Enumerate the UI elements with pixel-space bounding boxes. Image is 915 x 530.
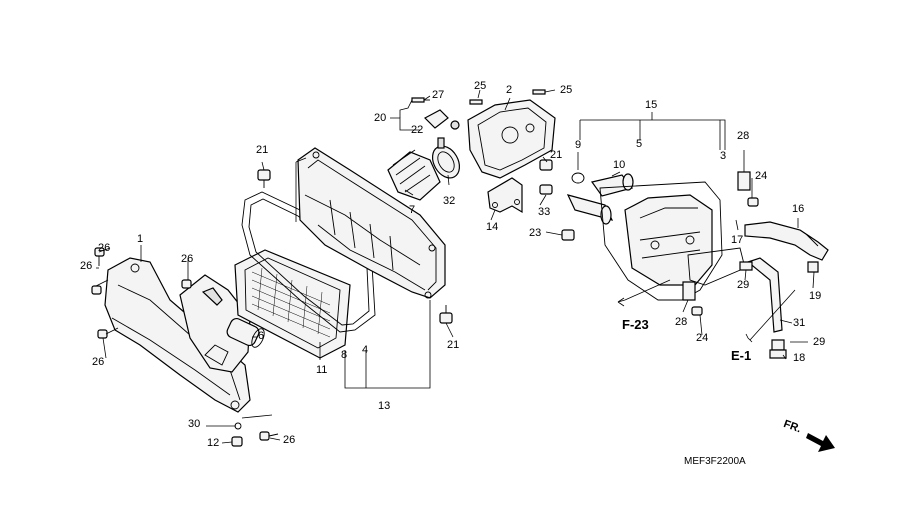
callout-17: 17 bbox=[731, 234, 744, 246]
callout-26-c: 26 bbox=[92, 356, 105, 368]
callout-26-b: 26 bbox=[80, 260, 93, 272]
figure-code: MEF3F2200A bbox=[684, 456, 746, 467]
callout-16: 16 bbox=[792, 203, 805, 215]
front-direction-arrow bbox=[806, 433, 835, 452]
leader-lines bbox=[96, 89, 815, 444]
callout-3: 3 bbox=[720, 150, 727, 162]
callout-23: 23 bbox=[529, 227, 542, 239]
callout-21-left: 21 bbox=[256, 144, 269, 156]
callout-12: 12 bbox=[207, 437, 220, 449]
air-funnel bbox=[179, 274, 265, 373]
callout-11: 11 bbox=[316, 364, 328, 376]
callout-28-lower: 28 bbox=[675, 316, 688, 328]
callout-15: 15 bbox=[645, 99, 658, 111]
air-cleaner-element bbox=[234, 249, 351, 359]
reference-e1: E-1 bbox=[731, 348, 752, 363]
bolt-set bbox=[91, 159, 575, 447]
callout-31: 31 bbox=[793, 317, 806, 329]
callout-5: 5 bbox=[636, 138, 643, 150]
callout-20: 20 bbox=[374, 112, 387, 124]
callout-2: 2 bbox=[506, 84, 513, 96]
callout-18: 18 bbox=[793, 352, 806, 364]
callout-19: 19 bbox=[809, 290, 822, 302]
setting-plate bbox=[411, 97, 460, 130]
callout-27: 27 bbox=[432, 89, 445, 101]
callout-9: 9 bbox=[575, 139, 582, 151]
callout-24-lower: 24 bbox=[696, 332, 709, 344]
callout-10: 10 bbox=[613, 159, 626, 171]
callout-30: 30 bbox=[188, 418, 201, 430]
callout-33: 33 bbox=[538, 206, 551, 218]
case-gasket bbox=[241, 191, 376, 333]
callout-7: 7 bbox=[409, 204, 416, 216]
mounting-bracket bbox=[487, 177, 523, 214]
callout-6: 6 bbox=[258, 330, 265, 342]
air-cleaner-case bbox=[297, 147, 446, 299]
callout-21-bottom: 21 bbox=[447, 339, 460, 351]
callout-14: 14 bbox=[486, 221, 499, 233]
callout-8: 8 bbox=[341, 349, 348, 361]
callout-29-right: 29 bbox=[813, 336, 826, 348]
secondary-air-housing bbox=[566, 172, 746, 301]
callout-24-upper: 24 bbox=[755, 170, 768, 182]
callout-25-right: 25 bbox=[560, 84, 573, 96]
connecting-tube bbox=[387, 137, 461, 201]
callout-25-left: 25 bbox=[474, 80, 487, 92]
callout-1: 1 bbox=[137, 233, 144, 245]
callout-21-top: 21 bbox=[550, 149, 563, 161]
reference-f23: F-23 bbox=[622, 317, 649, 332]
callout-4: 4 bbox=[362, 344, 369, 356]
callout-28-upper: 28 bbox=[737, 130, 750, 142]
callout-26-d: 26 bbox=[181, 253, 194, 265]
callout-22: 22 bbox=[411, 124, 424, 136]
callout-26-a: 26 bbox=[98, 242, 111, 254]
callout-29-left: 29 bbox=[737, 279, 750, 291]
callout-13: 13 bbox=[378, 400, 391, 412]
callout-26-e: 26 bbox=[283, 434, 296, 446]
callout-32: 32 bbox=[443, 195, 456, 207]
housing-cover bbox=[467, 89, 556, 179]
